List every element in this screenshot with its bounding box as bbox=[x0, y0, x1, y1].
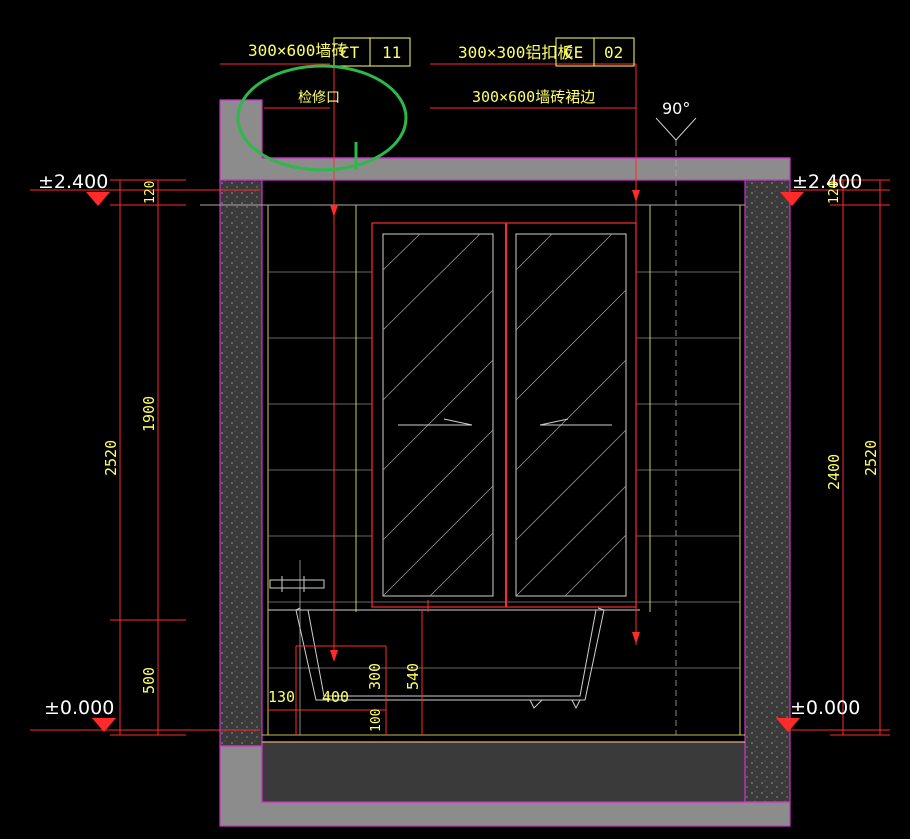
handle-arrow-left-icon bbox=[398, 418, 473, 426]
angle-marker bbox=[655, 117, 697, 141]
tub-faucet-icon bbox=[269, 576, 325, 592]
dim-left-upper: 1900 bbox=[140, 396, 158, 432]
dim-right-total: 2520 bbox=[862, 440, 880, 476]
dim-left-top: 120 bbox=[143, 181, 158, 204]
access-hatch-label: 检修口 bbox=[298, 90, 340, 106]
level-bottom-left: ±0.000 bbox=[44, 697, 114, 719]
dim-left-lower: 500 bbox=[140, 667, 158, 694]
tile-wall-num: 11 bbox=[382, 43, 401, 62]
label-boxes bbox=[333, 37, 635, 67]
angle-label: 90° bbox=[662, 99, 690, 118]
level-triangle-top-left bbox=[86, 192, 110, 206]
level-bottom-right: ±0.000 bbox=[790, 697, 860, 719]
level-markers bbox=[86, 192, 804, 732]
dimension-arrows bbox=[330, 190, 640, 662]
skirting-label: 300×600墙砖裙边 bbox=[472, 88, 595, 106]
bathtub bbox=[268, 576, 640, 710]
level-triangle-bottom-left bbox=[92, 718, 116, 732]
dim-right-top: 120 bbox=[827, 181, 842, 204]
left-wall bbox=[219, 179, 263, 747]
shower-doors bbox=[371, 222, 637, 608]
floor-hatch bbox=[261, 741, 746, 803]
door-panel-right bbox=[515, 233, 627, 597]
dim-tub-400: 400 bbox=[322, 688, 349, 706]
markup-circle bbox=[236, 64, 408, 172]
door-panel-left bbox=[382, 233, 494, 597]
ceiling-num: 02 bbox=[604, 43, 623, 62]
dim-tub-130: 130 bbox=[268, 688, 295, 706]
dim-left-total: 2520 bbox=[102, 440, 120, 476]
dim-tub-300: 300 bbox=[366, 663, 384, 690]
ceiling-code: CE bbox=[564, 43, 583, 62]
structure bbox=[219, 99, 791, 827]
level-top-right: ±2.400 bbox=[792, 171, 862, 193]
dim-tub-100: 100 bbox=[369, 709, 384, 732]
dimensions bbox=[30, 63, 890, 736]
level-triangle-bottom-right bbox=[776, 718, 800, 732]
dim-right-inner: 2400 bbox=[825, 454, 843, 490]
handle-arrow-right-icon bbox=[539, 418, 612, 426]
tile-wall-label: 300×600墙砖 bbox=[248, 41, 347, 60]
tile-wall-code: CT bbox=[340, 43, 360, 62]
level-top-left: ±2.400 bbox=[38, 171, 108, 193]
ceiling-label: 300×300铝扣板 bbox=[458, 43, 573, 62]
level-triangle-top-right bbox=[780, 192, 804, 206]
dim-tub-540: 540 bbox=[404, 663, 422, 690]
right-wall bbox=[744, 179, 791, 803]
